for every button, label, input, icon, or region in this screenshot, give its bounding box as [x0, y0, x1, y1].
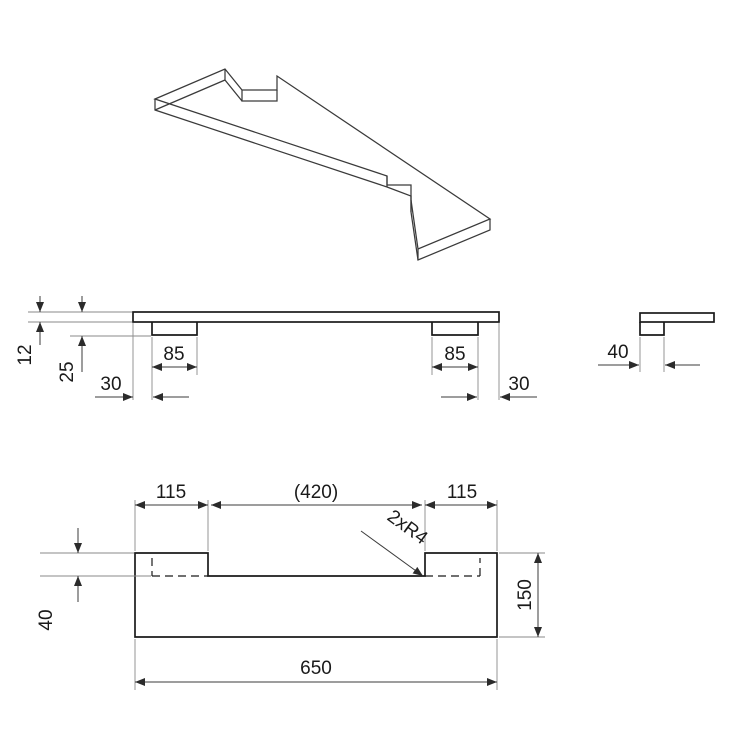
- dim-plan-right-115: 115: [424, 482, 498, 551]
- dim-value-right-offset: 30: [508, 374, 529, 395]
- plan-view: [134, 552, 498, 638]
- dim-value-height: 25: [57, 361, 78, 382]
- dim-value-right-foot: 85: [444, 344, 465, 365]
- dim-front-left-offset-30: 30: [95, 323, 189, 401]
- dim-front-left-foot-85: 85: [151, 337, 198, 400]
- dim-value-left-foot: 85: [163, 344, 184, 365]
- dim-front-right-offset-30: 30: [441, 323, 537, 401]
- dim-value-plan-right: 115: [447, 482, 477, 503]
- dim-front-thickness-12: 12: [15, 296, 132, 366]
- dim-plan-length-650: 650: [134, 639, 498, 690]
- dim-plan-notch-40: 40: [36, 528, 151, 631]
- radius-callout-2xr4: 2xR4: [360, 506, 432, 577]
- dim-side-depth-40: 40: [598, 337, 700, 372]
- dim-front-right-foot-85: 85: [431, 337, 479, 400]
- dim-plan-depth-150: 150: [499, 552, 545, 638]
- isometric-view: [153, 68, 492, 261]
- dim-plan-left-115: 115: [134, 482, 209, 551]
- dim-value-notch-depth: 40: [36, 609, 57, 630]
- dim-value-plan-center: (420): [294, 482, 338, 503]
- dim-value-plan-length: 650: [300, 658, 332, 679]
- side-view: [639, 312, 715, 336]
- dim-plan-center-420: (420): [211, 482, 422, 509]
- dim-value-side-depth: 40: [607, 342, 628, 363]
- dim-value-plan-depth: 150: [515, 579, 536, 611]
- dim-value-plan-left: 115: [156, 482, 186, 503]
- dim-value-radius: 2xR4: [383, 506, 432, 549]
- dim-front-height-25: 25: [57, 296, 151, 383]
- dim-value-thickness: 12: [15, 344, 36, 365]
- dim-value-left-offset: 30: [100, 374, 121, 395]
- front-view: [132, 311, 500, 336]
